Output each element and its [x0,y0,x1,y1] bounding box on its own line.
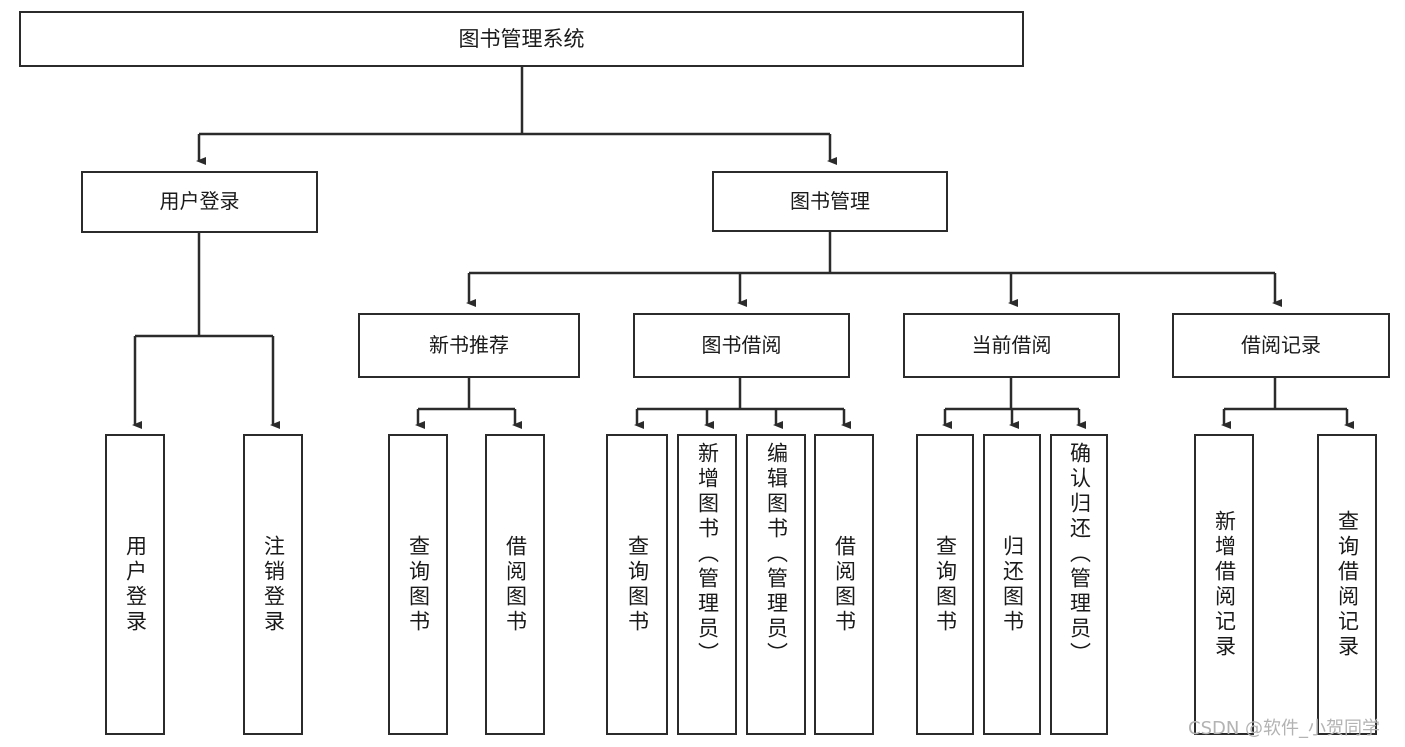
node-label: 借阅图书 [503,534,528,635]
leaf-borrow-query-book[interactable]: 查询图书 [606,434,668,735]
leaf-new-book-query[interactable]: 查询图书 [388,434,448,735]
node-user-login[interactable]: 用户登录 [81,171,318,233]
node-current-borrow[interactable]: 当前借阅 [903,313,1120,378]
node-label: 查询图书 [933,534,958,635]
leaf-record-add-record[interactable]: 新增借阅记录 [1194,434,1254,735]
leaf-borrow-add-book-admin[interactable]: 新增图书（管理员） [677,434,737,735]
node-label: 图书借阅 [701,332,782,357]
leaf-user-login-signin[interactable]: 用户登录 [105,434,165,735]
node-label: 确认归还（管理员） [1067,442,1092,667]
leaf-new-book-borrow[interactable]: 借阅图书 [485,434,545,735]
node-label: 当前借阅 [971,332,1052,357]
leaf-current-confirm-return-admin[interactable]: 确认归还（管理员） [1050,434,1108,735]
node-label: 查询借阅记录 [1335,509,1360,660]
leaf-current-return-book[interactable]: 归还图书 [983,434,1041,735]
leaf-current-query-book[interactable]: 查询图书 [916,434,974,735]
node-label: 图书管理 [790,188,870,213]
node-label: 查询图书 [625,534,650,635]
node-label: 用户登录 [123,534,148,635]
node-new-book-recommend[interactable]: 新书推荐 [358,313,580,378]
node-label: 借阅图书 [832,534,857,635]
node-label: 新增借阅记录 [1212,509,1237,660]
node-label: 归还图书 [1000,534,1025,635]
node-label: 编辑图书（管理员） [764,442,789,667]
leaf-record-query-record[interactable]: 查询借阅记录 [1317,434,1377,735]
node-label: 新书推荐 [429,332,509,357]
node-book-management[interactable]: 图书管理 [712,171,948,232]
node-label: 注销登录 [261,534,286,635]
csdn-watermark: CSDN @软件_小贺同学 [1188,718,1381,739]
leaf-borrow-edit-book-admin[interactable]: 编辑图书（管理员） [746,434,806,735]
leaf-user-login-signout[interactable]: 注销登录 [243,434,303,735]
node-root-library-system[interactable]: 图书管理系统 [19,11,1024,67]
node-label: 图书管理系统 [458,26,585,51]
node-label: 查询图书 [406,534,431,635]
leaf-borrow-borrow-book[interactable]: 借阅图书 [814,434,874,735]
node-label: 用户登录 [159,189,240,214]
node-label: 借阅记录 [1241,332,1321,357]
node-book-borrow[interactable]: 图书借阅 [633,313,850,378]
node-borrow-record[interactable]: 借阅记录 [1172,313,1390,378]
node-label: 新增图书（管理员） [695,442,720,667]
